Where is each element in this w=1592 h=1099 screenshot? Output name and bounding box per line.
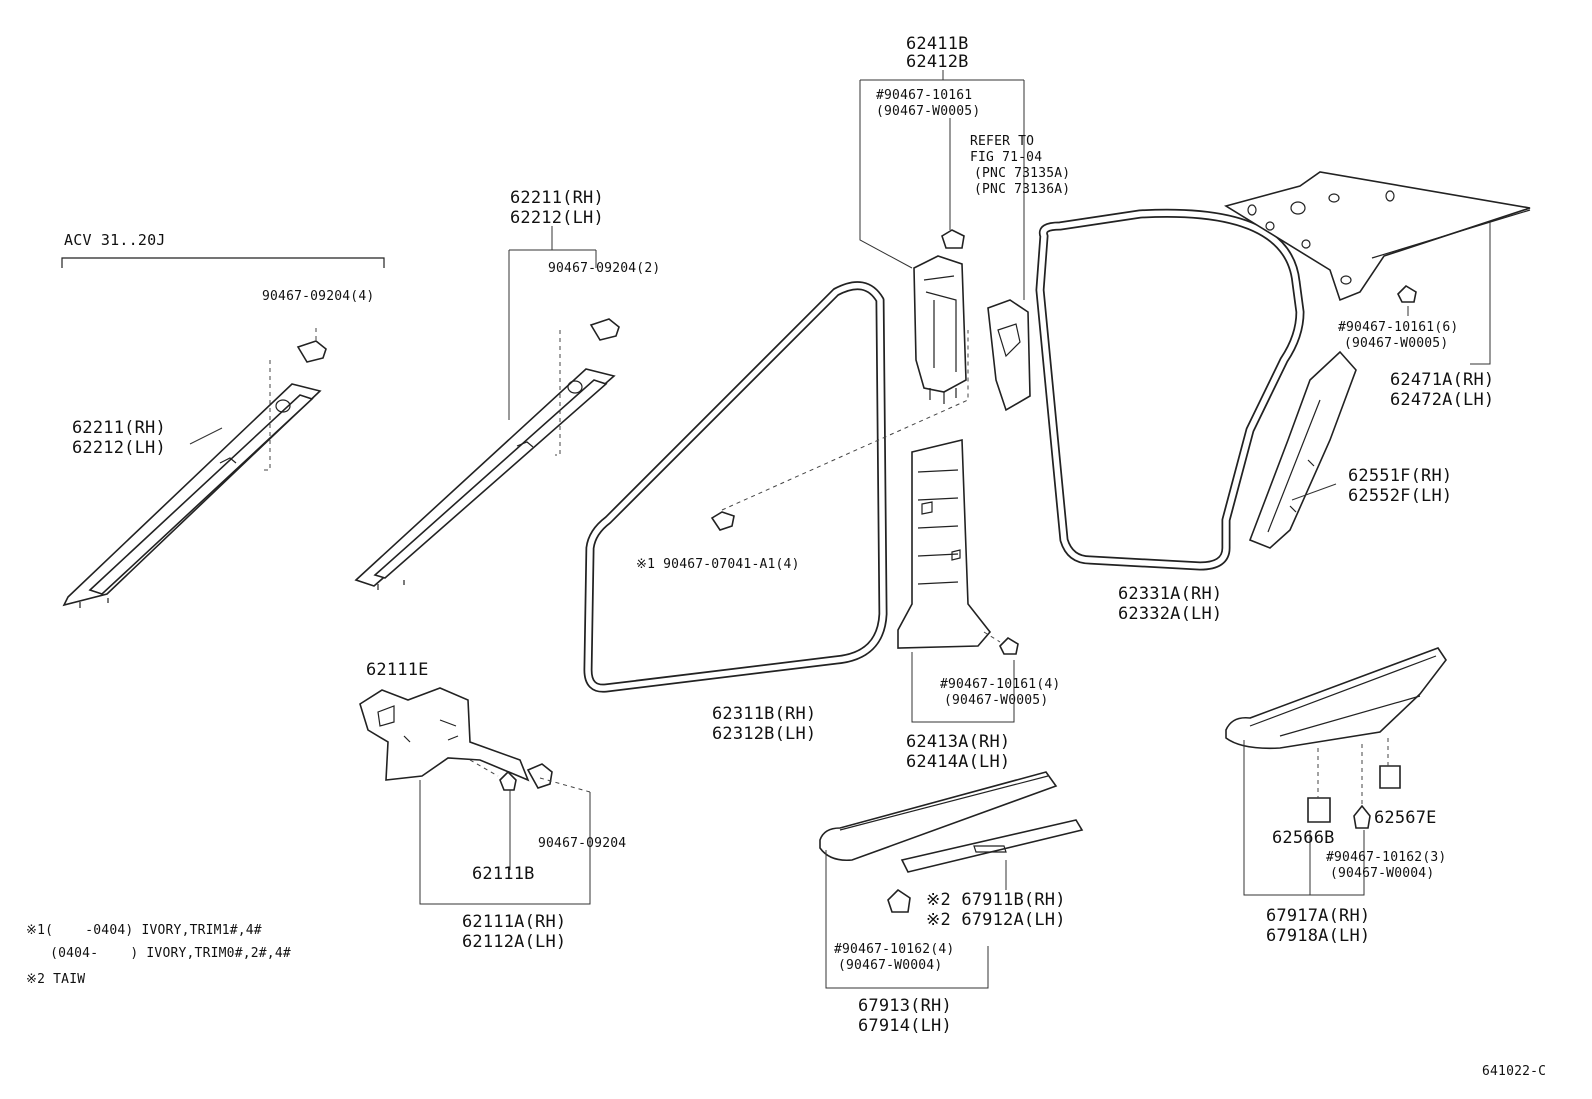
note-star2: ※2 TAIW [26, 972, 86, 987]
scuff-left-lh-label: 62212(LH) [72, 438, 166, 458]
note-star1-line2: (0404- ) IVORY,TRIM0#,2#,4# [26, 946, 291, 961]
front-scuff-group [819, 771, 1084, 989]
figure-id: 641022-C [1482, 1064, 1547, 1079]
pillar-garnish-rh-label: 62551F(RH) [1348, 466, 1453, 486]
front-scuff-lh-label: 67914(LH) [858, 1016, 952, 1036]
cowl-part-label: 62111E [366, 660, 429, 680]
cowl-clip-label: 90467-09204 [538, 836, 627, 851]
pillar-upper-clip-alt-label: (90467-W0005) [876, 104, 981, 119]
clip-mid-label: 90467-09204(2) [548, 261, 661, 276]
scuff-cover-lh-label: ※2 67912A(LH) [926, 910, 1066, 930]
model-range-label: ACV 31..20J [64, 231, 166, 249]
pillar-garnish-lh-label: 62552F(LH) [1348, 486, 1453, 506]
refer-line4: (PNC 73136A) [974, 182, 1071, 197]
scuff-plate-middle-group [354, 226, 620, 590]
center-pillar-lower-group [897, 438, 1019, 723]
quarter-clip-alt-label: (90467-W0005) [1344, 336, 1449, 351]
center-pillar-upper-group [859, 70, 1031, 412]
front-scuff-clip-alt-label: (90467-W0004) [838, 958, 943, 973]
pillar-lower-clip-label: #90467-10161(4) [940, 677, 1061, 692]
scuff-cover-rh-label: ※2 67911B(RH) [926, 890, 1066, 910]
scuff-left-rh-label: 62211(RH) [72, 418, 166, 438]
front-scuff-clip-label: #90467-10162(4) [834, 942, 955, 957]
scuff-mid-rh-label: 62211(RH) [510, 188, 604, 208]
rear-scuff-group [1225, 647, 1447, 896]
rear-weatherstrip-lh-label: 62332A(LH) [1118, 604, 1223, 624]
pillar-upper-a-label: 62411B [906, 34, 969, 54]
refer-line3: (PNC 73135A) [974, 166, 1071, 181]
quarter-clip-label: #90467-10161(6) [1338, 320, 1459, 335]
cowl-rh-label: 62111A(RH) [462, 912, 567, 932]
rear-weatherstrip-rh-label: 62331A(RH) [1118, 584, 1223, 604]
quarter-trim-rh-label: 62471A(RH) [1390, 370, 1495, 390]
front-weatherstrip-lh-label: 62312B(LH) [712, 724, 817, 744]
quarter-trim-lh-label: 62472A(LH) [1390, 390, 1495, 410]
rear-weatherstrip-group [1035, 208, 1305, 571]
rear-scuff-lh-label: 67918A(LH) [1266, 926, 1371, 946]
rear-scuff-rh-label: 67917A(RH) [1266, 906, 1371, 926]
refer-line2: FIG 71-04 [970, 150, 1043, 165]
rear-scuff-part-e-label: 62567E [1374, 808, 1437, 828]
quarter-trim-group [1224, 171, 1531, 365]
scuff-mid-lh-label: 62212(LH) [510, 208, 604, 228]
cowl-b-label: 62111B [472, 864, 535, 884]
front-scuff-rh-label: 67913(RH) [858, 996, 952, 1016]
front-weatherstrip-group [583, 281, 969, 693]
scuff-plate-left-group [61, 257, 385, 608]
rear-scuff-part-b-label: 62566B [1272, 828, 1335, 848]
pillar-lower-lh-label: 62414A(LH) [906, 752, 1011, 772]
cowl-lh-label: 62112A(LH) [462, 932, 567, 952]
pillar-garnish-group [1248, 350, 1357, 549]
rear-scuff-clip-alt-label: (90467-W0004) [1330, 866, 1435, 881]
note-star1-line1: ※1( -0404) IVORY,TRIM1#,4# [26, 923, 262, 938]
pillar-upper-clip-label: #90467-10161 [876, 88, 973, 103]
front-weatherstrip-rh-label: 62311B(RH) [712, 704, 817, 724]
pillar-lower-clip-alt-label: (90467-W0005) [944, 693, 1049, 708]
pillar-upper-b-label: 62412B [906, 52, 969, 72]
clip-left-label: 90467-09204(4) [262, 289, 375, 304]
cowl-side-trim-group [359, 687, 591, 905]
pillar-lower-rh-label: 62413A(RH) [906, 732, 1011, 752]
clip-star1-label: ※1 90467-07041-A1(4) [636, 557, 800, 572]
rear-scuff-clip-label: #90467-10162(3) [1326, 850, 1447, 865]
refer-line1: REFER TO [970, 134, 1035, 149]
